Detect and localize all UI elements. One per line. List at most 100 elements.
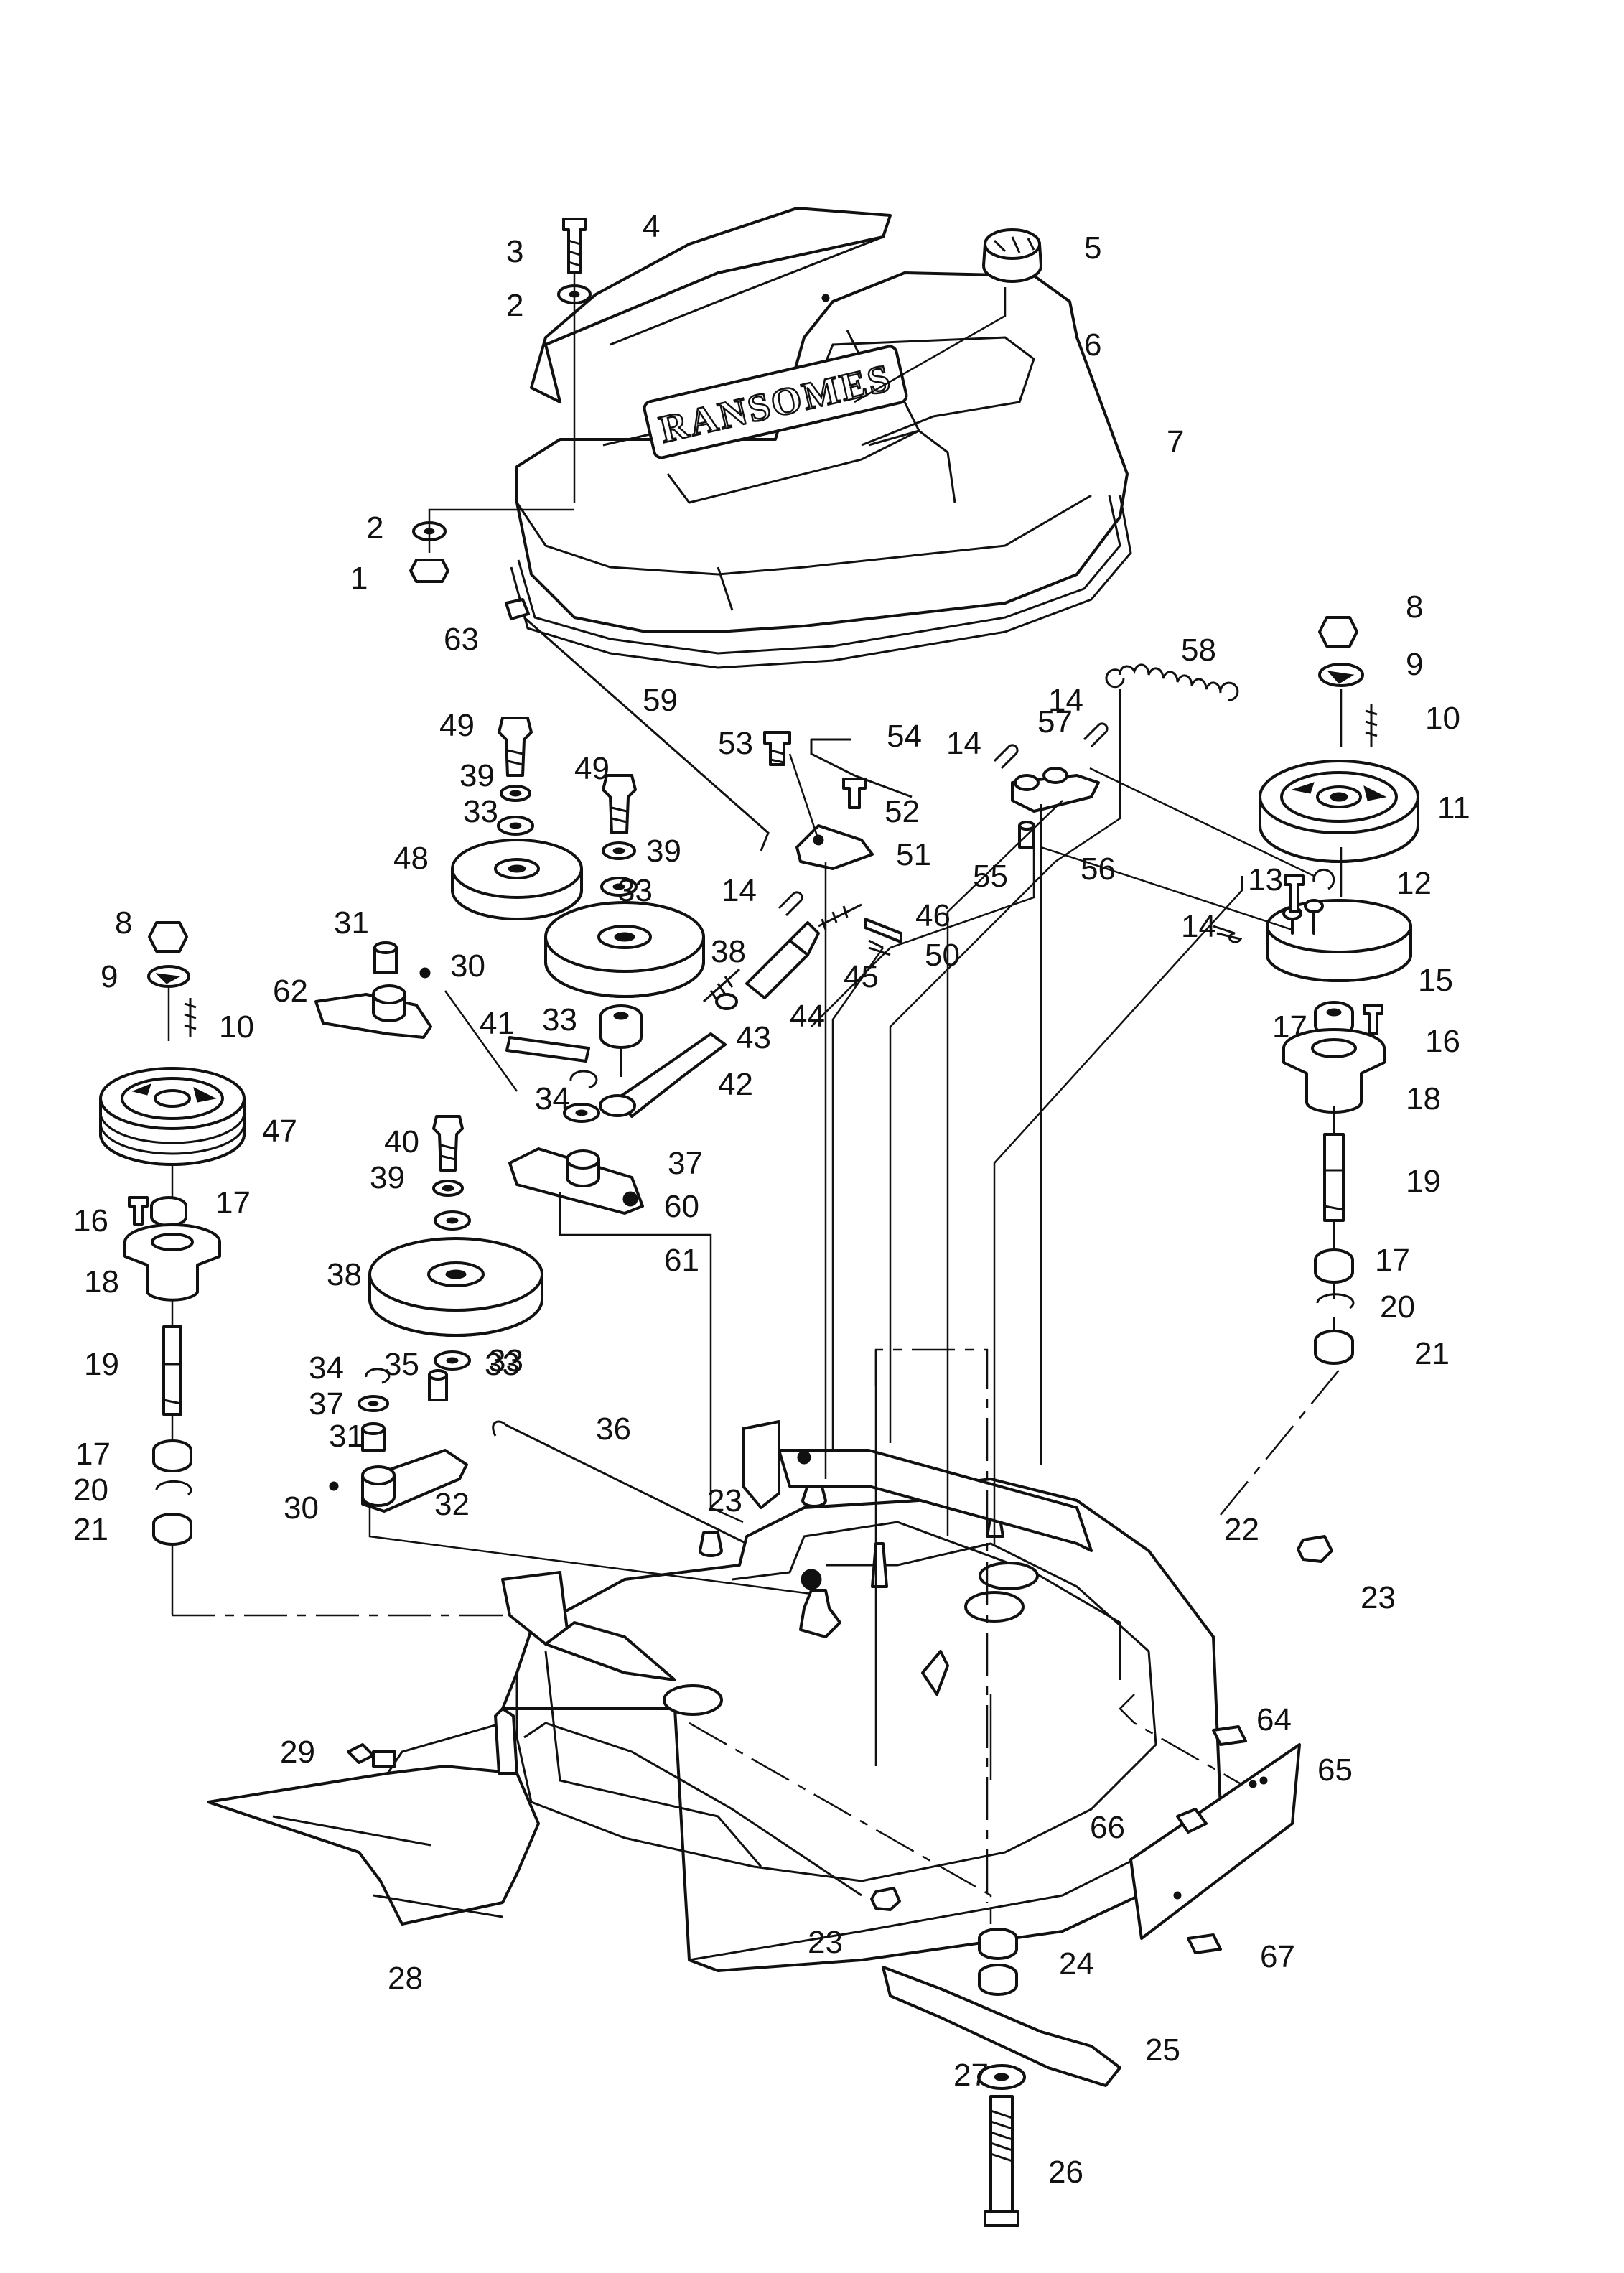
callout-42: 42 — [718, 1067, 753, 1102]
leader-lines — [368, 689, 1315, 1766]
callout-38: 38 — [711, 934, 746, 969]
callout-38: 38 — [327, 1257, 362, 1292]
idler-pulley-assemblies — [314, 717, 902, 1513]
callout-31: 31 — [329, 1419, 364, 1454]
callout-28: 28 — [388, 1961, 423, 1996]
callout-48: 48 — [393, 841, 429, 876]
callout-51: 51 — [896, 837, 931, 872]
callout-58: 58 — [1181, 633, 1216, 668]
callout-10: 10 — [219, 1009, 254, 1045]
callout-20: 20 — [1380, 1289, 1415, 1325]
callout-16: 16 — [1425, 1024, 1460, 1059]
callout-2: 2 — [506, 288, 523, 323]
belt-cover: RANSOMES — [515, 271, 1129, 633]
callout-33: 33 — [617, 873, 653, 908]
callout-17: 17 — [1272, 1009, 1307, 1045]
callout-14: 14 — [946, 726, 981, 761]
callout-4: 4 — [643, 209, 660, 244]
callout-35: 35 — [384, 1347, 419, 1382]
callout-33: 33 — [463, 794, 498, 829]
callout-7: 7 — [1167, 424, 1184, 459]
spring-and-rod — [492, 598, 1239, 1552]
callout-13: 13 — [1248, 862, 1283, 897]
callout-60: 60 — [664, 1189, 699, 1224]
callout-33: 33 — [488, 1343, 523, 1378]
callout-56: 56 — [1081, 851, 1116, 887]
callout-17: 17 — [1375, 1243, 1410, 1278]
callout-54: 54 — [887, 719, 922, 754]
callout-19: 19 — [1406, 1164, 1441, 1199]
callout-21: 21 — [73, 1512, 108, 1547]
callout-16: 16 — [73, 1203, 108, 1238]
callout-17: 17 — [75, 1437, 111, 1472]
callout-8: 8 — [115, 905, 132, 941]
callout-37: 37 — [668, 1146, 703, 1181]
callout-26: 26 — [1048, 2155, 1083, 2190]
callout-19: 19 — [84, 1347, 119, 1382]
callout-10: 10 — [1425, 701, 1460, 736]
callout-50: 50 — [925, 938, 960, 973]
callout-9: 9 — [101, 959, 118, 994]
callout-17: 17 — [215, 1185, 251, 1220]
callout-12: 12 — [1396, 866, 1432, 901]
cover-nut — [409, 559, 449, 583]
callout-59: 59 — [643, 683, 678, 718]
callout-33: 33 — [485, 1347, 520, 1382]
callout-37: 37 — [309, 1386, 344, 1422]
callout-45: 45 — [844, 959, 879, 994]
callout-66: 66 — [1090, 1810, 1125, 1845]
callout-36: 36 — [596, 1411, 631, 1447]
callout-34: 34 — [535, 1081, 570, 1116]
callout-20: 20 — [73, 1472, 108, 1508]
callout-47: 47 — [262, 1114, 297, 1149]
callout-32: 32 — [434, 1487, 470, 1522]
callout-49: 49 — [574, 751, 610, 786]
right-spindle-stack — [1259, 616, 1419, 1365]
callout-14: 14 — [1181, 909, 1216, 944]
callout-23: 23 — [707, 1483, 742, 1518]
callout-6: 6 — [1084, 327, 1101, 363]
callout-62: 62 — [273, 974, 308, 1009]
callout-55: 55 — [973, 859, 1008, 894]
callout-14: 14 — [1048, 683, 1083, 718]
callout-46: 46 — [915, 898, 951, 933]
discharge-plate — [1129, 1725, 1301, 1954]
callout-33: 33 — [542, 1002, 577, 1037]
belt-guard-plate — [530, 207, 892, 403]
callout-18: 18 — [84, 1264, 119, 1299]
callout-8: 8 — [1406, 589, 1423, 625]
callout-43: 43 — [736, 1020, 771, 1055]
callout-23: 23 — [1361, 1580, 1396, 1615]
callout-15: 15 — [1418, 963, 1453, 998]
callout-24: 24 — [1059, 1946, 1094, 1982]
callout-3: 3 — [506, 234, 523, 269]
callout-63: 63 — [444, 622, 479, 657]
blade-assembly — [882, 1928, 1121, 2227]
cover-gasket — [510, 495, 1132, 669]
callout-labels: 1223456788991010111213141414141516161717… — [73, 209, 1470, 2190]
callout-40: 40 — [384, 1124, 419, 1159]
callout-30: 30 — [284, 1490, 319, 1526]
callout-22: 22 — [1224, 1512, 1259, 1547]
left-spindle-stack — [99, 921, 691, 1637]
callout-64: 64 — [1256, 1702, 1292, 1737]
callout-14: 14 — [722, 873, 757, 908]
callout-49: 49 — [439, 708, 475, 743]
callout-23: 23 — [808, 1925, 843, 1960]
callout-41: 41 — [480, 1006, 515, 1041]
callout-5: 5 — [1084, 230, 1101, 266]
callout-18: 18 — [1406, 1081, 1441, 1116]
callout-25: 25 — [1145, 2032, 1180, 2068]
callout-65: 65 — [1317, 1752, 1353, 1788]
callout-57: 57 — [1037, 704, 1073, 739]
cover-bolt — [562, 218, 587, 274]
callout-21: 21 — [1414, 1336, 1450, 1371]
callout-30: 30 — [450, 948, 485, 984]
callout-1: 1 — [350, 561, 368, 596]
callout-29: 29 — [280, 1735, 315, 1770]
callout-67: 67 — [1260, 1939, 1295, 1974]
callout-27: 27 — [953, 2058, 989, 2093]
callout-39: 39 — [459, 758, 495, 793]
callout-52: 52 — [885, 794, 920, 829]
